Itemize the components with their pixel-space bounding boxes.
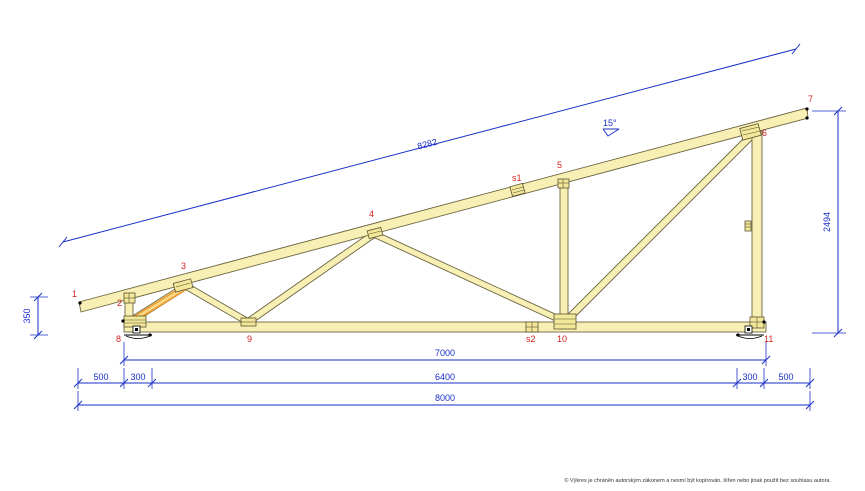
node-label-3: 3 [181, 261, 186, 271]
node-label-8: 8 [116, 334, 121, 344]
plate-node-2 [123, 292, 136, 304]
plate-node-10 [553, 313, 577, 330]
dimension-segment-1: 500 [93, 372, 108, 382]
dimension-top-chord: 8282 [58, 43, 801, 248]
node-label-1: 1 [72, 289, 77, 299]
node-labels: 1 2 3 4 5 6 7 8 9 10 11 s1 s2 [72, 94, 813, 344]
node-label-10: 10 [557, 334, 567, 344]
dimension-segment-2: 300 [130, 372, 145, 382]
node-label-6: 6 [762, 128, 767, 138]
copyright-notice: © Výkres je chráněn autorským zákonem a … [564, 478, 831, 484]
plate-node-9 [240, 317, 257, 327]
node-label-4: 4 [369, 209, 374, 219]
slope-text: 15° [603, 118, 617, 128]
dimension-segments: 500 300 6400 300 500 [73, 368, 815, 389]
dimension-top-chord-text: 8282 [416, 137, 438, 152]
dimension-height-left: 350 [22, 292, 48, 340]
node-label-9: 9 [247, 334, 252, 344]
web-members [124, 130, 763, 325]
node-label-s2: s2 [526, 334, 536, 344]
dimension-height-right-text: 2494 [822, 212, 832, 232]
plate-vertical-6 [744, 220, 752, 232]
node-label-s1: s1 [512, 173, 522, 183]
plate-node-6 [739, 123, 762, 141]
plate-node-8 [123, 315, 147, 328]
dimension-height-right: 2494 [812, 106, 846, 338]
node-label-5: 5 [557, 160, 562, 170]
web-10-6 [561, 131, 757, 325]
support-left [121, 319, 152, 339]
web-vertical-5 [559, 183, 569, 321]
connector-plates [123, 123, 765, 333]
web-4-10 [370, 231, 569, 325]
support-right [736, 320, 766, 339]
dimension-segment-5: 500 [778, 372, 793, 382]
dimension-total-length-text: 8000 [435, 393, 455, 403]
dimension-span-supports-text: 7000 [435, 348, 455, 358]
plate-node-11 [749, 316, 765, 329]
node-label-11: 11 [764, 334, 773, 344]
bottom-chord [123, 321, 767, 333]
node-label-2: 2 [117, 298, 122, 308]
plate-node-s2 [525, 321, 539, 333]
node-label-7: 7 [808, 94, 813, 104]
dimension-segment-3: 6400 [435, 372, 455, 382]
plate-node-5 [557, 178, 570, 189]
slope-indicator: 15° [602, 118, 620, 137]
plate-node-4 [366, 226, 384, 240]
node-dot-7-top [805, 107, 809, 111]
plate-node-s1 [509, 182, 526, 197]
dimension-span-supports: 7000 [119, 342, 771, 366]
node-dot-7-bottom [805, 116, 809, 120]
dimension-height-left-text: 350 [22, 308, 32, 323]
dimension-total-length: 8000 [73, 391, 815, 411]
plate-node-3 [172, 278, 194, 293]
web-vertical-6 [751, 130, 763, 323]
dimension-segment-4: 300 [742, 372, 757, 382]
node-dot-1 [78, 301, 82, 305]
